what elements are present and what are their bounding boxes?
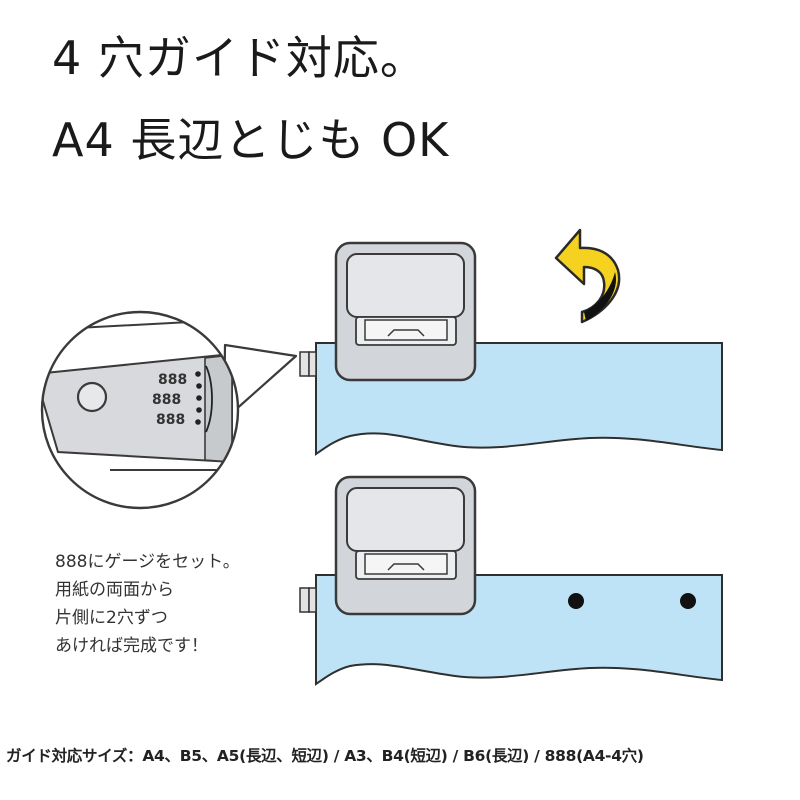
punched-hole-1 xyxy=(568,593,584,609)
punched-hole-2 xyxy=(680,593,696,609)
caption-line: 888にゲージをセット。 xyxy=(55,552,240,572)
caption-line: あければ完成です！ xyxy=(55,636,208,656)
gauge-hole-icon xyxy=(76,381,108,413)
supported-sizes-footer: ガイド対応サイズ：A4、B5、A5(長辺、短辺) / A3、B4(短辺) / B… xyxy=(6,747,644,765)
hole-punch-icon xyxy=(334,241,477,382)
hole-punch-icon xyxy=(334,475,477,616)
gauge-label-3: 888 xyxy=(156,412,185,428)
flip-arrow-icon xyxy=(554,228,621,324)
caption-line: 片側に2穴ずつ xyxy=(55,608,168,628)
paper-guide-tab-top xyxy=(299,351,310,377)
instruction-caption: 888にゲージをセット。 用紙の両面から 片側に2穴ずつ あければ完成です！ xyxy=(55,548,305,660)
headline-line-2: A4 長辺とじも OK xyxy=(52,113,450,167)
headline-line-1: 4 穴ガイド対応。 xyxy=(52,31,427,85)
top-diagram xyxy=(299,228,723,456)
gauge-label-2: 888 xyxy=(152,392,181,408)
gauge-magnifier: 888 888 888 xyxy=(40,310,298,510)
gauge-label-1: 888 xyxy=(158,372,187,388)
bottom-diagram xyxy=(299,475,723,686)
caption-line: 用紙の両面から xyxy=(55,580,174,600)
